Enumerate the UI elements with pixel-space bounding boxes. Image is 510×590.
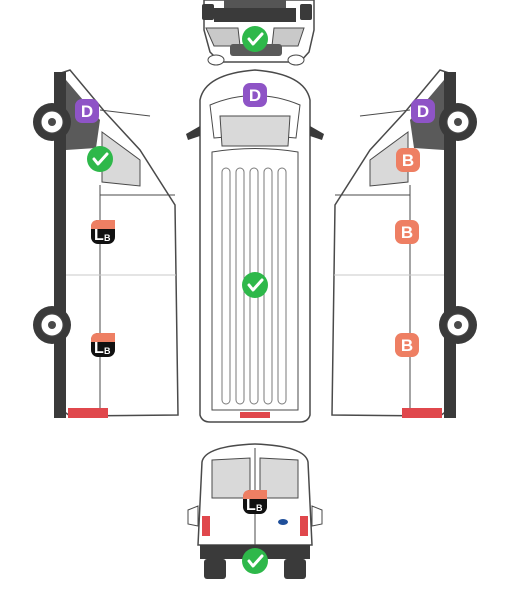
svg-text:L: L bbox=[94, 340, 104, 357]
svg-text:B: B bbox=[401, 223, 413, 242]
svg-text:L: L bbox=[94, 227, 104, 244]
lb-badge-left-1: L B bbox=[91, 220, 115, 244]
d-badge-top: D bbox=[243, 83, 267, 107]
check-circle-icon bbox=[242, 272, 268, 298]
svg-text:B: B bbox=[104, 233, 111, 243]
check-circle-icon bbox=[242, 548, 268, 574]
lb-badge-left-2: L B bbox=[91, 333, 115, 357]
check-circle-icon bbox=[87, 146, 113, 172]
d-badge-left: D bbox=[75, 99, 99, 123]
b-badge-right-1: B bbox=[396, 148, 420, 172]
svg-text:D: D bbox=[417, 102, 429, 121]
left-side-view bbox=[33, 69, 179, 418]
check-circle-icon bbox=[242, 26, 268, 52]
svg-text:D: D bbox=[249, 86, 261, 105]
right-side-view bbox=[331, 69, 477, 418]
top-view bbox=[186, 69, 324, 423]
svg-text:B: B bbox=[401, 336, 413, 355]
d-badge-right: D bbox=[411, 99, 435, 123]
svg-text:B: B bbox=[256, 503, 263, 513]
b-badge-right-2: B bbox=[395, 220, 419, 244]
svg-text:B: B bbox=[402, 151, 414, 170]
svg-text:D: D bbox=[81, 102, 93, 121]
svg-text:B: B bbox=[104, 346, 111, 356]
lb-badge-rear: L B bbox=[243, 490, 267, 514]
b-badge-right-3: B bbox=[395, 333, 419, 357]
svg-text:L: L bbox=[246, 497, 256, 514]
